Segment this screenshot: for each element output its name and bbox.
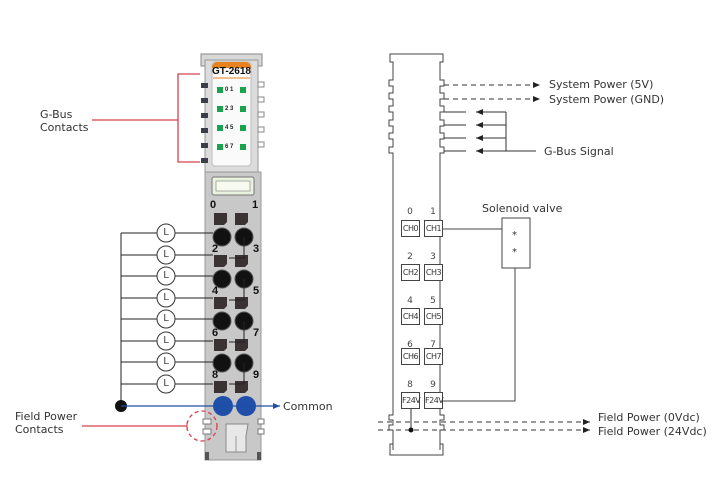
system-power-5v-label: System Power (5V) bbox=[549, 78, 654, 91]
led-5 bbox=[240, 125, 246, 131]
terminal-number: 6 bbox=[212, 327, 219, 339]
channel-box: CH2 bbox=[401, 264, 420, 281]
gbus-contacts-label-line2: Contacts bbox=[40, 121, 89, 134]
lamp-label: L bbox=[163, 313, 169, 324]
led-0 bbox=[217, 87, 223, 93]
lamp-5 bbox=[156, 331, 176, 351]
led-1 bbox=[240, 87, 246, 93]
channel-number: 1 bbox=[430, 207, 436, 217]
channel-number: 4 bbox=[407, 296, 413, 306]
common-label: Common bbox=[283, 400, 333, 413]
channel-box: CH0 bbox=[401, 220, 420, 237]
gbus-contacts-callout bbox=[92, 73, 200, 163]
lamp-symbols bbox=[156, 223, 176, 394]
channel-number: 2 bbox=[407, 252, 413, 262]
terminal-number: 1 bbox=[252, 199, 259, 211]
channel-box: CH7 bbox=[424, 348, 443, 365]
terminal-number: 2 bbox=[212, 243, 219, 255]
terminal-number: 4 bbox=[212, 285, 219, 297]
lamp-0 bbox=[156, 223, 176, 243]
channel-box: CH1 bbox=[424, 220, 443, 237]
channel-number: 3 bbox=[430, 252, 436, 262]
lamp-label: L bbox=[163, 335, 169, 346]
terminal-slots bbox=[214, 213, 248, 393]
channel-box: F24V bbox=[424, 392, 444, 409]
channel-number: 0 bbox=[407, 207, 413, 217]
channel-number: 9 bbox=[430, 380, 436, 390]
lamp-2 bbox=[156, 266, 176, 286]
channel-number: 8 bbox=[407, 380, 413, 390]
system-power-gnd-label: System Power (GND) bbox=[549, 93, 665, 106]
field-power-contacts-label-line2: Contacts bbox=[15, 423, 64, 436]
io-module-illustration bbox=[200, 53, 265, 461]
lamp-label: L bbox=[163, 292, 169, 303]
led-pair-label: 0 1 bbox=[225, 87, 234, 93]
led-6 bbox=[217, 144, 223, 150]
lamp-label: L bbox=[163, 270, 169, 281]
led-2 bbox=[217, 106, 223, 112]
gbus-signal-label: G-Bus Signal bbox=[544, 145, 614, 158]
schematic-module-outline bbox=[388, 53, 445, 456]
led-pair-label: 6 7 bbox=[225, 144, 234, 150]
terminal-number: 3 bbox=[253, 243, 260, 255]
field-power-contacts bbox=[202, 418, 212, 435]
lamp-7 bbox=[156, 374, 176, 394]
gbus-contacts-label: G-Bus Contacts bbox=[40, 108, 89, 134]
channel-box: CH5 bbox=[424, 308, 443, 325]
gbus-signal-lines bbox=[444, 109, 536, 154]
terminal-number: 7 bbox=[253, 327, 260, 339]
channel-box: F24V bbox=[401, 392, 421, 409]
solenoid-valve-box bbox=[501, 217, 531, 269]
terminal-number: 5 bbox=[253, 285, 260, 297]
channel-number: 6 bbox=[407, 340, 413, 350]
status-leds bbox=[217, 87, 246, 150]
din-rail-latch bbox=[225, 423, 249, 453]
gbus-contacts-label-line1: G-Bus bbox=[40, 108, 73, 121]
field-power-24v-label: Field Power (24Vdc) bbox=[598, 425, 707, 438]
field-power-junction-dot bbox=[408, 427, 414, 433]
terminal-number: 0 bbox=[210, 199, 217, 211]
field-power-contacts-label-line1: Field Power bbox=[15, 410, 78, 423]
led-7 bbox=[240, 144, 246, 150]
lamp-label: L bbox=[163, 378, 169, 389]
module-right-notches bbox=[257, 81, 265, 148]
field-power-callout bbox=[82, 410, 218, 442]
led-pair-label: 4 5 bbox=[225, 125, 234, 131]
led-pair-label: 2 3 bbox=[225, 106, 234, 112]
terminal-number: 9 bbox=[253, 369, 260, 381]
terminal-number: 8 bbox=[212, 369, 219, 381]
field-power-contacts-label: Field Power Contacts bbox=[15, 410, 77, 436]
solenoid-mark: * bbox=[512, 247, 517, 258]
channel-number: 5 bbox=[430, 296, 436, 306]
field-power-0v-label: Field Power (0Vdc) bbox=[598, 411, 700, 424]
lamp-label: L bbox=[163, 249, 169, 260]
lamp-1 bbox=[156, 245, 176, 265]
channel-box: CH4 bbox=[401, 308, 420, 325]
solenoid-valve-label: Solenoid valve bbox=[482, 202, 563, 215]
gbus-contacts bbox=[201, 83, 208, 163]
led-3 bbox=[240, 106, 246, 112]
lamp-4 bbox=[156, 309, 176, 329]
lamp-3 bbox=[156, 288, 176, 308]
led-4 bbox=[217, 125, 223, 131]
solenoid-mark: * bbox=[512, 230, 517, 241]
module-label-accent bbox=[212, 62, 251, 68]
channel-box: CH6 bbox=[401, 348, 420, 365]
lamp-6 bbox=[156, 352, 176, 372]
channel-box: CH3 bbox=[424, 264, 443, 281]
module-model-label: GT-2618 bbox=[212, 66, 251, 77]
lamp-label: L bbox=[163, 356, 169, 367]
module-terminal-body bbox=[204, 171, 262, 461]
lamp-label: L bbox=[163, 227, 169, 238]
channel-number: 7 bbox=[430, 340, 436, 350]
